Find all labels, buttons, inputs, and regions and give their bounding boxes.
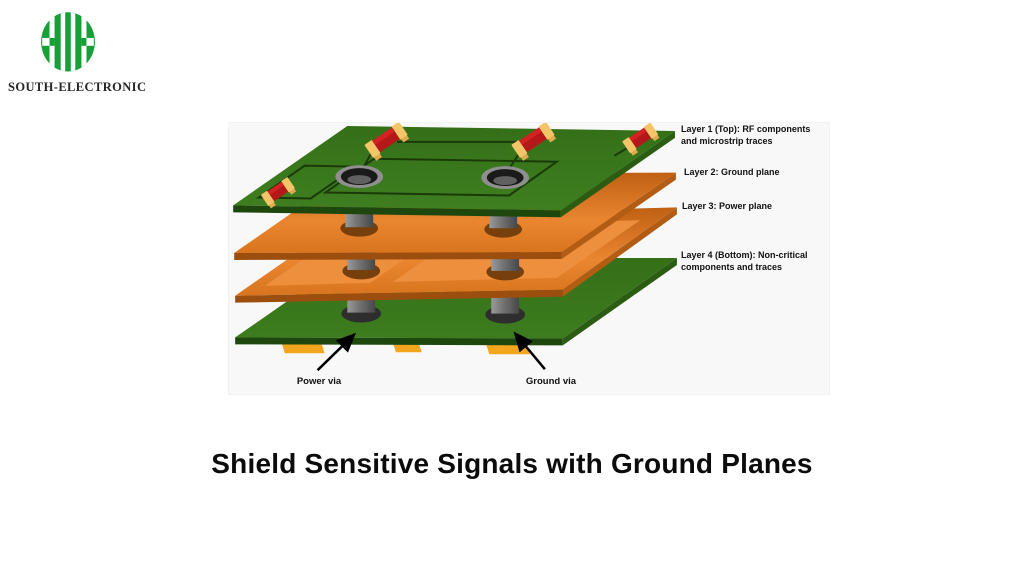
layer2-label: Layer 2: Ground plane xyxy=(684,167,780,179)
chip-component xyxy=(511,123,557,161)
layer4-label-line1: Layer 4 (Bottom): Non-critical xyxy=(681,250,808,260)
power-via-arrow xyxy=(316,332,357,372)
ground-via-arrow xyxy=(513,331,546,370)
smt-pad xyxy=(486,344,530,355)
brand-name: SOUTH-ELECTRONIC xyxy=(8,80,147,94)
chip-component xyxy=(261,177,297,209)
chip-component xyxy=(622,123,660,156)
layer2-label-line1: Layer 2: Ground plane xyxy=(684,167,780,177)
layer3-label: Layer 3: Power plane xyxy=(682,201,772,213)
via-hole-power xyxy=(335,165,384,189)
callout-arrows xyxy=(316,331,546,372)
via-hole-ground xyxy=(481,166,529,190)
layer1-board xyxy=(233,123,675,218)
hh-emblem-icon xyxy=(41,12,95,72)
pcb-stackup-drawing xyxy=(233,123,677,372)
smt-pad xyxy=(393,343,422,353)
power-via-label: Power via xyxy=(296,376,342,387)
layer3-label-line1: Layer 3: Power plane xyxy=(682,201,773,211)
smt-pad xyxy=(281,343,325,354)
chip-component xyxy=(364,123,410,161)
slide-title: Shield Sensitive Signals with Ground Pla… xyxy=(211,448,813,479)
layer1-label-line2: and microstrip traces xyxy=(681,135,773,146)
layer4-label-line2: components and traces xyxy=(681,261,783,272)
layer1-label-line1: Layer 1 (Top): RF components xyxy=(681,124,811,134)
pcb-stackup-figure: Layer 1 (Top): RF components and microst… xyxy=(228,122,830,395)
company-logo: SOUTH-ELECTRONIC xyxy=(8,6,158,98)
layer1-label: Layer 1 (Top): RF components and microst… xyxy=(681,124,810,147)
ground-via-label: Ground via xyxy=(525,376,577,387)
layer4-label: Layer 4 (Bottom): Non-critical component… xyxy=(681,250,808,273)
